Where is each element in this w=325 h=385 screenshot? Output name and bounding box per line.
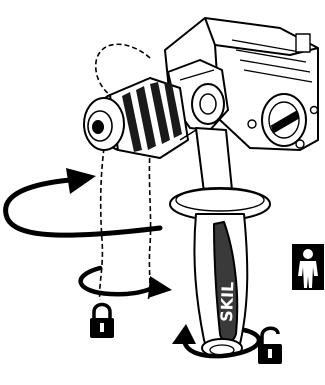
side-handle [170,128,270,357]
rotate-swing-arrow-icon [6,168,160,235]
padlock-open-icon [258,328,282,364]
padlock-closed-icon [90,305,114,339]
handle-brand-label: SKIL [217,281,237,322]
person-icon [292,244,324,290]
mode-selector-knob [262,94,306,146]
chuck-nose [84,98,124,150]
rotate-collar-arrow-icon [81,268,172,298]
